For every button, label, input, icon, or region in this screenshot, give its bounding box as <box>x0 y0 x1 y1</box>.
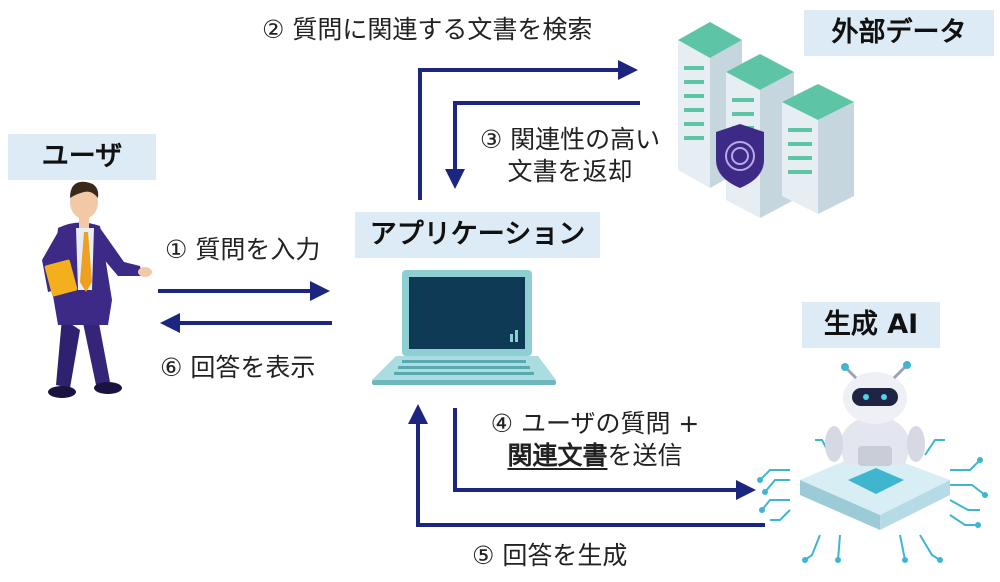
arrow-search-documents <box>418 60 638 200</box>
step-4-line1: ④ ユーザの質問 + <box>490 409 700 438</box>
step-4-text: ④ ユーザの質問 + 関連文書を送信 <box>460 408 730 472</box>
arrow-generate-answer <box>408 404 765 527</box>
label-user: ユーザ <box>8 134 156 180</box>
step-3-line2: 文書を返却 <box>507 157 633 186</box>
step-5-text: ⑤ 回答を生成 <box>472 541 628 570</box>
related-documents-emphasis: 関連文書 <box>507 441 608 470</box>
arrow-send-to-ai <box>453 408 756 500</box>
arrow-return-documents <box>445 101 640 189</box>
step-2-text: ② 質問に関連する文書を検索 <box>262 15 593 44</box>
label-application: アプリケーション <box>355 212 600 258</box>
step-6-text: ⑥ 回答を表示 <box>160 353 316 382</box>
label-generative-ai: 生成 AI <box>802 302 940 348</box>
step-3-line1: ③ 関連性の高い <box>479 125 661 154</box>
step-4-line2: 関連文書を送信 <box>460 440 730 472</box>
step-4-line2-rest: を送信 <box>607 441 683 470</box>
label-external-data: 外部データ <box>804 10 994 56</box>
step-3-text: ③ 関連性の高い 文書を返却 <box>470 124 670 188</box>
step-1-text: ① 質問を入力 <box>165 235 321 264</box>
